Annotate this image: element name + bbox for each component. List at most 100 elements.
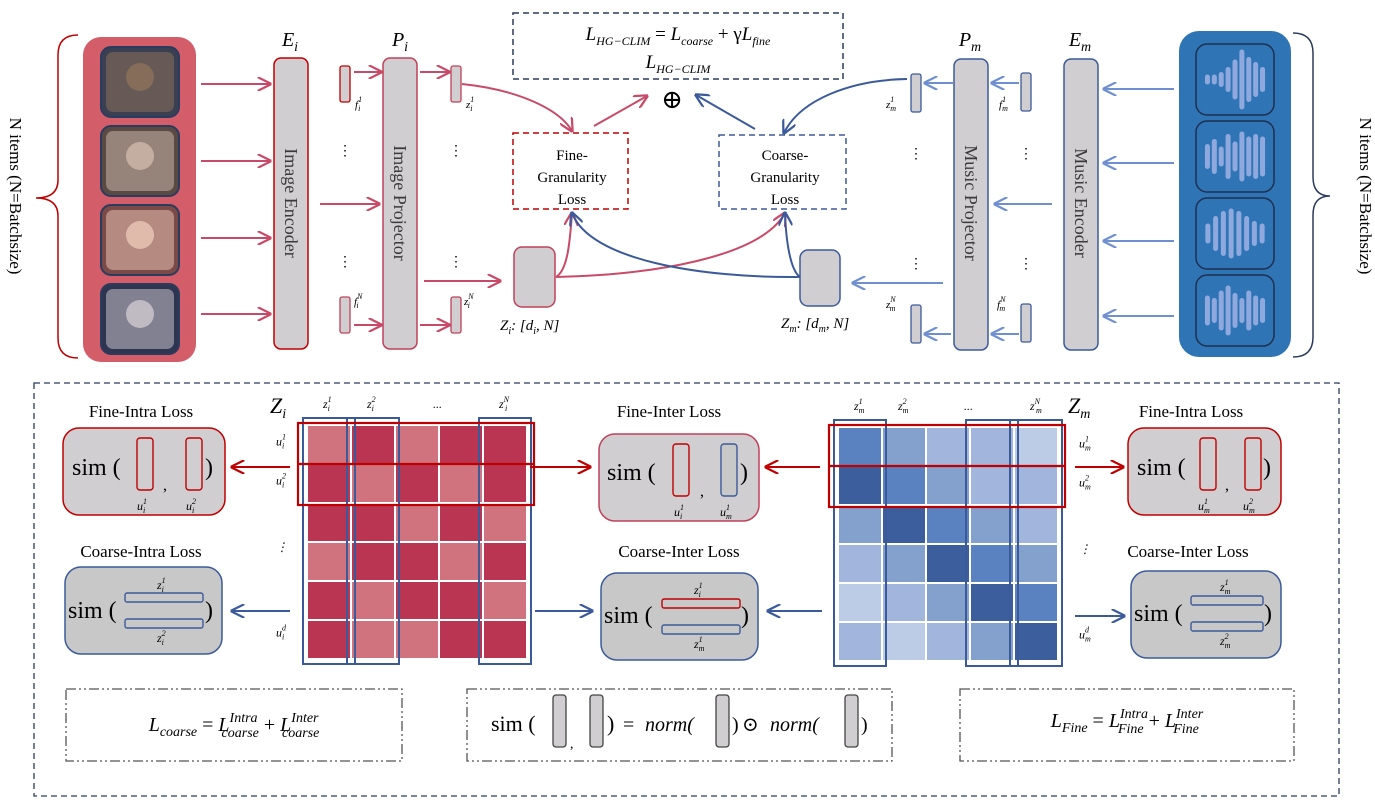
right-fine-intra-vec-a [1199,437,1217,491]
loss-flow-curves [461,78,908,279]
matrix-cell [1015,428,1057,465]
matrix-cell [308,582,350,619]
matrix-cell [484,582,526,619]
z-m-ellipsis-2: ⋮ [909,257,923,272]
music-waveforms [1195,43,1275,347]
matrix-cell [927,428,969,465]
left-coarse-intra-title: Coarse-Intra Loss [80,542,201,561]
mid-coarse-inter-vec-b [661,624,741,635]
column-highlight [833,419,887,667]
mid-fine-inter-sim: sim ( [607,460,656,486]
fine-loss-line-1: Fine- [556,148,588,164]
sim-eq-hadamard: ⊙ [742,714,759,736]
matrix-cell [883,623,925,660]
matrix-cell [396,465,438,502]
music-projector-block [953,58,989,351]
mid-fine-inter-close: ) [740,460,748,486]
left-fine-intra-close: ) [205,455,213,481]
matrix-cell [396,426,438,463]
matrix-cell [440,621,482,658]
z-i-ellipsis-2: ⋮ [449,255,463,270]
f-i-last-vector [339,296,351,334]
column-highlight [478,417,532,665]
music-encoder-symbol: Em [1068,29,1091,55]
sim-eq-vec-c [715,694,730,748]
sim-eq-vec-b [589,694,604,748]
right-coarse-inter-card [1130,570,1282,659]
matrix-cell [484,543,526,580]
matrix-cell [352,426,394,463]
matrix-cell [484,504,526,541]
z-i-first-vector [450,65,462,103]
matrix-cell [971,545,1013,582]
image-flow-arrows [320,72,500,325]
sim-eq-close: ) [607,711,614,736]
right-brace [1292,32,1331,358]
matrix-cell [971,584,1013,621]
matrix-cell [352,621,394,658]
matrix-cell [1015,584,1057,621]
matrix-cell [308,621,350,658]
row-label: ⋮ [276,540,288,554]
music-encoder-block [1063,58,1099,351]
matrix-cell [352,582,394,619]
left-coarse-intra-vec-a [124,592,204,603]
right-fine-intra-title: Fine-Intra Loss [1139,402,1243,421]
coarse-loss-line-3: Loss [771,192,800,208]
image-projector-label: Image Projector [390,145,410,260]
matrix-cell [440,465,482,502]
left-brace [35,34,79,359]
mid-fine-inter-vec-a [672,443,690,497]
fine-loss-line-2: Granularity [537,170,607,186]
image-embedding-matrix [296,417,536,665]
matrix-cell [971,467,1013,504]
sim-eq-norm-2: norm( [770,714,820,736]
left-fine-intra-vec-a [136,437,154,491]
thumbnail-superhero-group-photo [100,46,180,118]
fine-granularity-loss-box [512,132,629,210]
left-batch-label: N items (N=Batchsize) [6,118,25,275]
matrix-cell [927,506,969,543]
mid-fine-inter-vec-b [720,443,738,497]
matrix-cell [1015,545,1057,582]
z-m-last-vector [910,304,922,344]
image-projector-block [382,57,418,350]
sim-equation: sim ( , ) = norm( ) ⊙ norm( ) [491,694,868,752]
mid-coarse-inter-title: Coarse-Inter Loss [618,542,739,561]
column-highlight [965,419,1019,667]
sim-eq-vec-a [552,694,567,748]
left-fine-intra-comma: , [163,477,167,494]
matrix-cell [927,584,969,621]
matrix-cell [971,428,1013,465]
row-label: ⋮ [1079,542,1091,556]
right-coarse-inter-sim: sim ( [1134,601,1183,627]
matrix-cell [1015,506,1057,543]
right-fine-intra-card [1127,427,1282,516]
matrix-cell [927,545,969,582]
mid-fine-inter-comma: , [700,483,704,500]
image-projector-symbol: Pi [391,29,408,55]
sim-eq-paren-2: ) [861,714,868,736]
left-coarse-intra-sim: sim ( [68,598,117,624]
matrix-cell [839,467,881,504]
